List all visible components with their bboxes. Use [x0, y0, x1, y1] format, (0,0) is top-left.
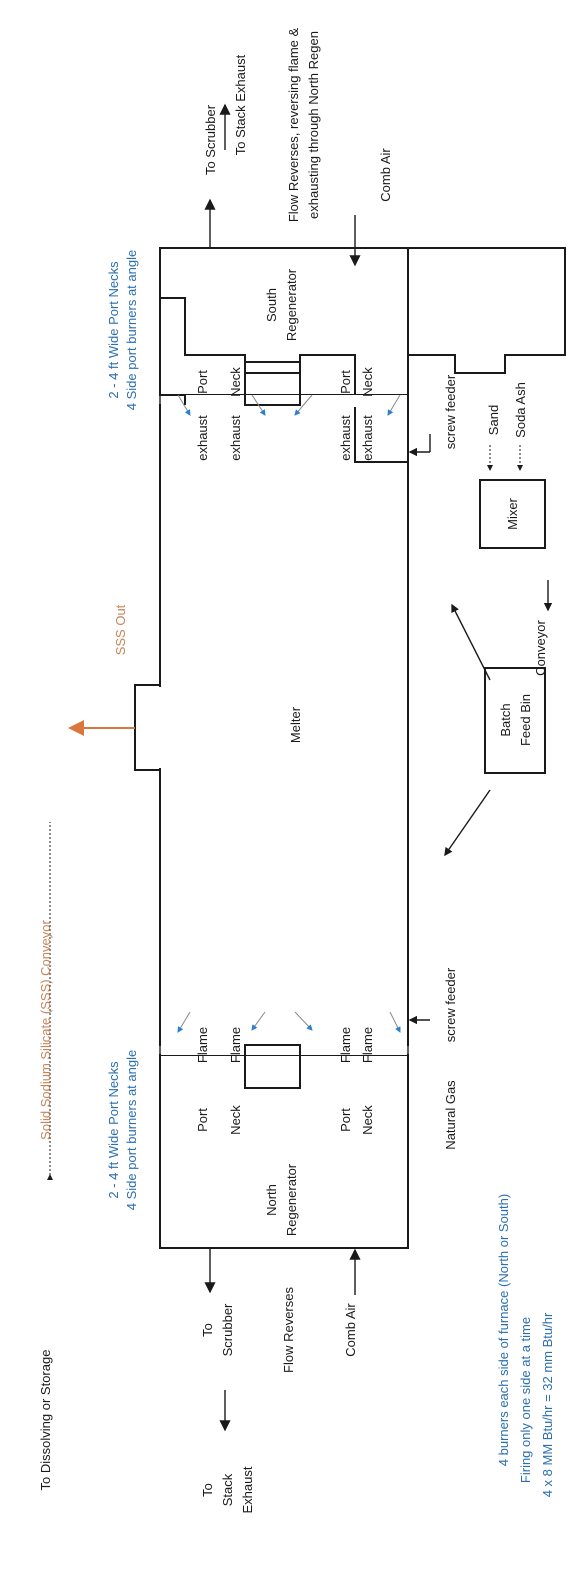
south-neck-1: Neck	[228, 367, 243, 397]
exhaust-2: exhaust	[228, 415, 243, 461]
south-port-1: Port	[195, 370, 210, 394]
melter-sss-outlet	[134, 684, 160, 771]
port-necks-south-2: 4 Side port burners at angle	[124, 250, 139, 410]
north-port-neck-box	[244, 1044, 301, 1089]
port-necks-north-1: 2 - 4 ft Wide Port Necks	[106, 1061, 121, 1199]
mixer-label: Mixer	[505, 497, 520, 529]
north-regenerator-label-2: Regenerator	[284, 1163, 299, 1236]
north-regenerator-label-1: North	[264, 1184, 279, 1216]
screw-feeder-2: screw feeder	[443, 967, 458, 1042]
exhaust-3: exhaust	[338, 415, 353, 461]
screw-feeder-1: screw feeder	[443, 374, 458, 449]
to-stack-bottom-3: Exhaust	[240, 1466, 255, 1513]
batch-feed-bin-box	[484, 667, 546, 774]
south-port-neck-box	[244, 361, 301, 406]
to-stack-bottom-2: Stack	[220, 1473, 235, 1506]
to-stack-bottom-1: To	[200, 1483, 215, 1497]
port-necks-north-2: 4 Side port burners at angle	[124, 1050, 139, 1210]
flow-reverses-south-2: exhausting through North Regen	[306, 31, 321, 219]
south-regenerator-label-1: South	[264, 288, 279, 322]
north-port-1: Port	[195, 1108, 210, 1132]
flame-2: Flame	[228, 1027, 243, 1063]
melter	[159, 404, 409, 1046]
comb-air-bottom: Comb Air	[343, 1303, 358, 1357]
sand-label: Sand	[486, 405, 501, 435]
soda-ash-label: Soda Ash	[513, 382, 528, 438]
sss-out-label: SSS Out	[113, 604, 128, 655]
exhaust-4: exhaust	[360, 415, 375, 461]
south-port-2: Port	[338, 370, 353, 394]
batch-feed-bin-label-2: Feed Bin	[518, 694, 533, 746]
capacity-note: 4 x 8 MM Btu/hr = 32 mm Btu/hr	[540, 1312, 555, 1497]
to-scrubber-bottom-2: Scrubber	[220, 1303, 235, 1356]
firing-note: Firing only one side at a time	[518, 1317, 533, 1483]
north-port-2: Port	[338, 1108, 353, 1132]
flame-4: Flame	[360, 1027, 375, 1063]
port-necks-south-1: 2 - 4 ft Wide Port Necks	[106, 261, 121, 399]
mixer-box	[479, 479, 546, 549]
furnace-outline	[159, 247, 566, 463]
north-neck-1: Neck	[228, 1105, 243, 1135]
exhaust-1: exhaust	[195, 415, 210, 461]
conveyor-label: Conveyor	[533, 620, 548, 676]
south-regenerator-label-2: Regenerator	[284, 268, 299, 341]
natural-gas-label: Natural Gas	[443, 1080, 458, 1150]
comb-air-top: Comb Air	[378, 148, 393, 202]
to-dissolving-label: To Dissolving or Storage	[38, 1350, 53, 1491]
to-scrubber-top: To Scrubber	[203, 104, 218, 175]
to-stack-exhaust-top: To Stack Exhaust	[233, 54, 248, 155]
melter-label: Melter	[288, 706, 303, 743]
north-neck-2: Neck	[360, 1105, 375, 1135]
flow-reverses-north: Flow Reverses	[281, 1287, 296, 1373]
south-neck-2: Neck	[360, 367, 375, 397]
batch-feed-bin-label-1: Batch	[498, 703, 513, 736]
to-scrubber-bottom-1: To	[200, 1323, 215, 1337]
sss-conveyor-label: Solid Sodium Silicate (SSS) Conveyor	[38, 920, 53, 1140]
burners-note: 4 burners each side of furnace (North or…	[496, 1194, 511, 1466]
flow-reverses-south-1: Flow Reverses, reversing flame &	[286, 28, 301, 223]
flame-1: Flame	[195, 1027, 210, 1063]
flame-3: Flame	[338, 1027, 353, 1063]
